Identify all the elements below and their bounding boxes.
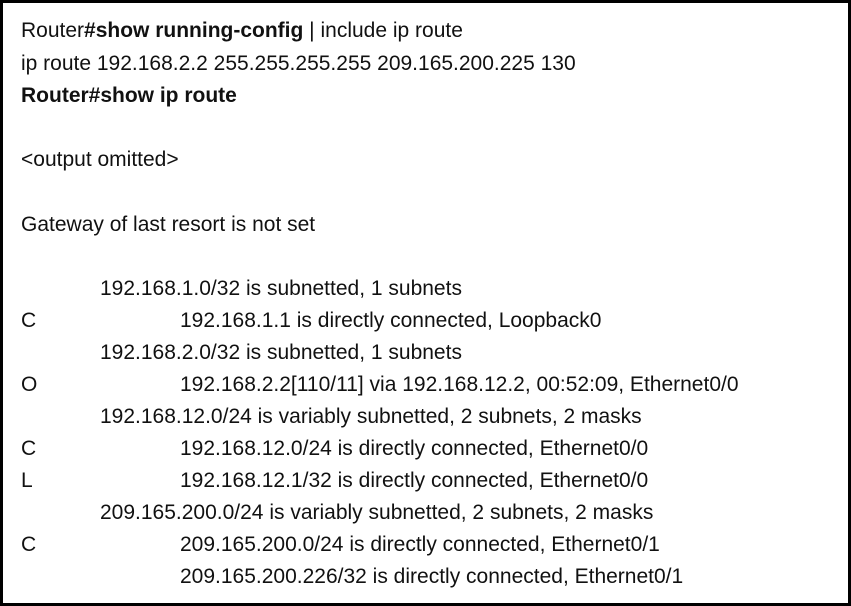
route-entry: 192.168.12.0/24 is directly connected, E… [180, 437, 649, 460]
show-running-config-command: #show running-config [84, 19, 304, 42]
route-code: C [21, 437, 37, 460]
route-entry: 192.168.2.2[110/11] via 192.168.12.2, 00… [180, 373, 739, 396]
output-omitted-text: <output omitted> [21, 148, 179, 171]
route-entry: 192.168.1.1 is directly connected, Loopb… [180, 309, 602, 332]
route-entry: 192.168.12.1/32 is directly connected, E… [180, 469, 649, 492]
include-filter: | include ip route [303, 19, 463, 42]
route-code: C [21, 533, 37, 556]
route-entry: 209.165.200.0/24 is directly connected, … [180, 533, 660, 556]
static-route-config-line: ip route 192.168.2.2 255.255.255.255 209… [21, 52, 576, 75]
route-network-summary: 192.168.12.0/24 is variably subnetted, 2… [100, 405, 642, 428]
route-network-summary: 192.168.2.0/32 is subnetted, 1 subnets [100, 341, 462, 364]
command-line-running-config: Router#show running-config | include ip … [21, 19, 463, 43]
show-ip-route-command: Router#show ip route [21, 84, 237, 107]
route-network-summary: 192.168.1.0/32 is subnetted, 1 subnets [100, 277, 462, 300]
route-code: O [21, 373, 38, 396]
gateway-of-last-resort-text: Gateway of last resort is not set [21, 213, 316, 236]
route-code: L [21, 469, 33, 492]
route-code: C [21, 309, 37, 332]
route-entry: 209.165.200.226/32 is directly connected… [180, 565, 684, 588]
route-network-summary: 209.165.200.0/24 is variably subnetted, … [100, 501, 654, 524]
router-prompt: Router [21, 19, 85, 42]
